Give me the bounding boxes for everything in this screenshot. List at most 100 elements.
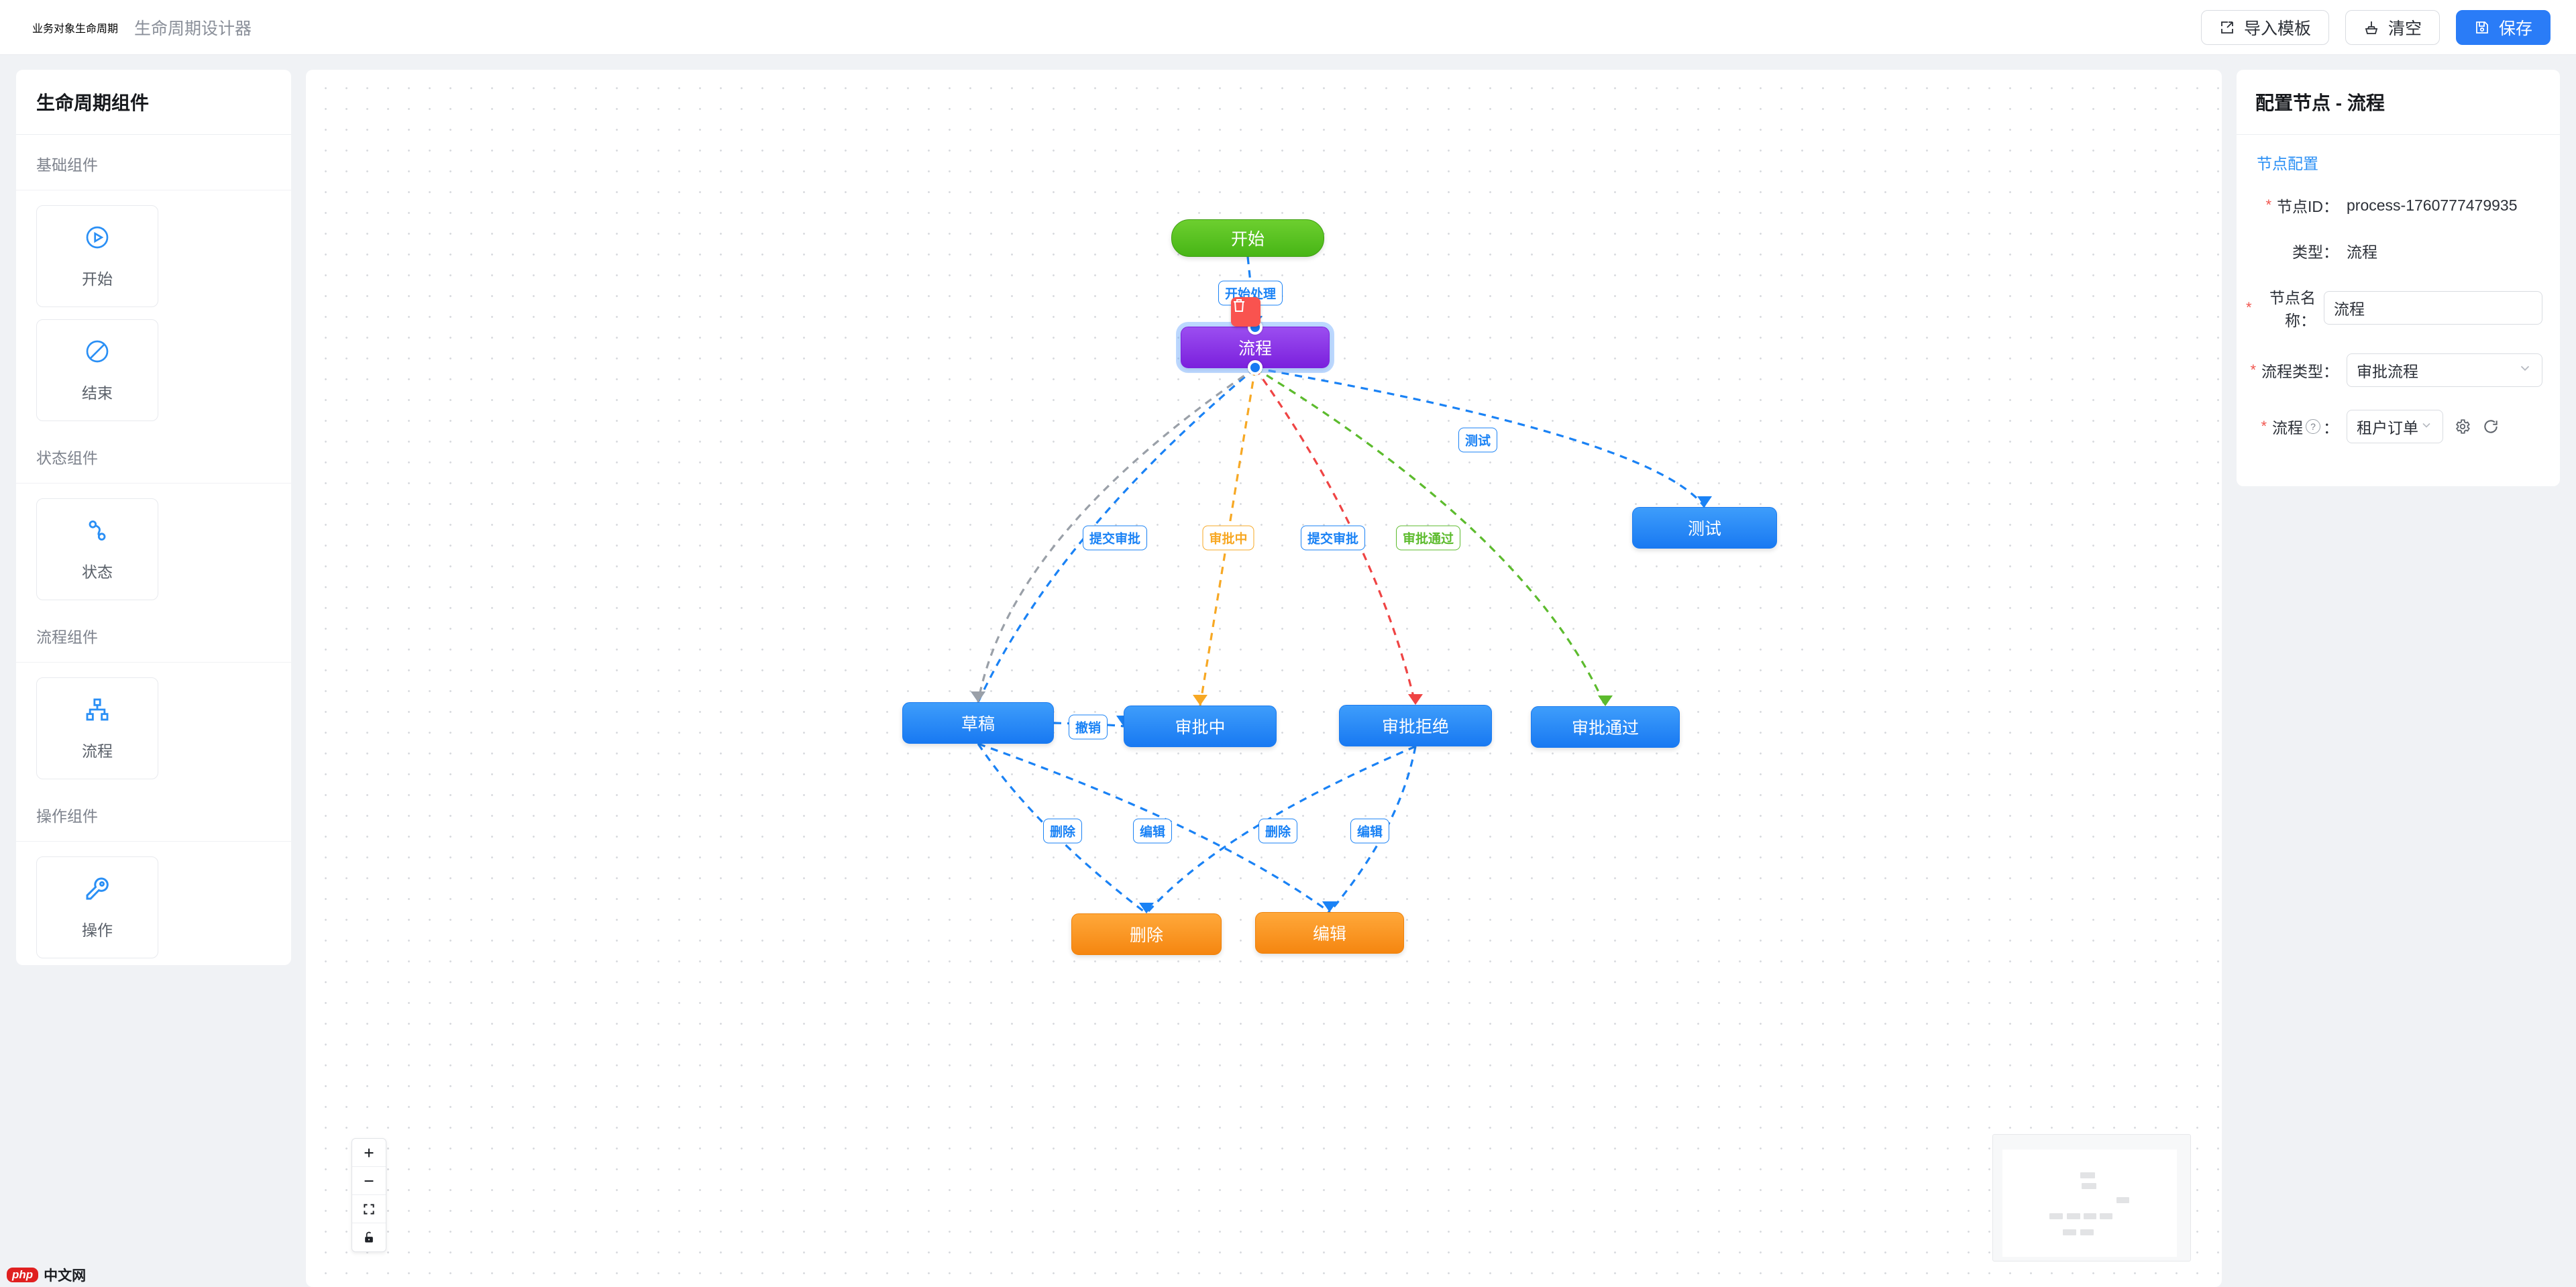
graph-edge[interactable] [977, 742, 1330, 913]
graph-node-delete[interactable]: 删除 [1071, 913, 1222, 955]
minus-icon [364, 1180, 374, 1182]
sidebar-groups: 基础组件开始结束状态组件状态流程组件流程操作组件操作 [16, 135, 291, 965]
fit-view-button[interactable] [352, 1195, 386, 1223]
edge-label[interactable]: 提交审批 [1300, 525, 1366, 551]
app-header: 业务对象生命周期 生命周期设计器 导入模板 清空 [0, 0, 2576, 55]
unlock-icon [365, 1231, 373, 1243]
flow-canvas[interactable]: 开始流程测试草稿审批中审批拒绝审批通过删除编辑开始处理测试提交审批审批中提交审批… [306, 70, 2222, 1287]
stop-circle-icon [84, 338, 111, 368]
graph-node-edit[interactable]: 编辑 [1255, 912, 1404, 954]
node-id-label: 节点ID： [2246, 194, 2347, 217]
graph-edge[interactable] [1145, 745, 1416, 915]
sidebar-title: 生命周期组件 [16, 70, 291, 135]
state-node-icon [84, 517, 111, 547]
process-value: 租户订单 [2357, 419, 2418, 437]
zoom-in-button[interactable] [352, 1139, 386, 1167]
edge-label[interactable]: 撤销 [1068, 714, 1108, 740]
help-icon[interactable]: ? [2306, 419, 2320, 434]
node-name-row: 节点名称： [2246, 285, 2542, 331]
node-type-row: 类型： 流程 [2246, 239, 2542, 262]
palette-item-label: 开始 [82, 270, 113, 288]
graph-edge[interactable] [1254, 367, 1607, 707]
edge-label[interactable]: 提交审批 [1082, 525, 1148, 551]
graph-edge[interactable] [1328, 746, 1417, 913]
node-config-link[interactable]: 节点配置 [2257, 155, 2318, 172]
graph-node-start[interactable]: 开始 [1171, 219, 1324, 257]
graph-node-rejected[interactable]: 审批拒绝 [1339, 705, 1492, 746]
minimap-node [2100, 1213, 2112, 1219]
graph-node-label: 草稿 [961, 715, 995, 734]
edge-label[interactable]: 审批中 [1202, 525, 1254, 551]
lock-toggle-button[interactable] [352, 1223, 386, 1251]
palette-item-结束[interactable]: 结束 [36, 319, 158, 421]
graph-layer: 开始流程测试草稿审批中审批拒绝审批通过删除编辑开始处理测试提交审批审批中提交审批… [306, 70, 2222, 1287]
edge-delete-button[interactable] [1231, 297, 1260, 327]
graph-node-test[interactable]: 测试 [1632, 507, 1777, 549]
sidebar-group-label: 流程组件 [16, 607, 291, 663]
edge-label[interactable]: 删除 [1258, 818, 1298, 844]
palette-item-状态[interactable]: 状态 [36, 498, 158, 600]
edge-label[interactable]: 编辑 [1132, 818, 1173, 844]
minimap[interactable] [1992, 1134, 2191, 1262]
node-type-label: 类型： [2292, 243, 2339, 261]
process-type-select[interactable]: 审批流程 [2347, 353, 2542, 387]
edge-label[interactable]: 开始处理 [1218, 280, 1283, 306]
graph-edge[interactable] [1254, 368, 1417, 706]
chevron-down-icon [2420, 418, 2433, 436]
plus-icon [364, 1148, 374, 1157]
minimap-node [2063, 1229, 2076, 1235]
node-type-value: 流程 [2347, 243, 2377, 261]
graph-edge[interactable] [1199, 368, 1256, 706]
graph-node-label: 审批拒绝 [1381, 718, 1449, 736]
trash-icon [1234, 299, 1244, 312]
sidebar-group-label: 状态组件 [16, 428, 291, 484]
edge-label[interactable]: 审批通过 [1395, 525, 1461, 551]
node-config-panel: 配置节点 - 流程 节点配置 节点ID： process-17607774799… [2237, 70, 2560, 486]
graph-node-label: 删除 [1129, 926, 1163, 945]
clear-label: 清空 [2387, 19, 2422, 38]
minimap-node [2082, 1183, 2096, 1189]
graph-node-draft[interactable]: 草稿 [902, 702, 1054, 744]
edge-label[interactable]: 删除 [1042, 818, 1083, 844]
node-handle-bottom[interactable] [1248, 360, 1263, 375]
minimap-node [2067, 1213, 2080, 1219]
save-icon [2474, 19, 2490, 36]
fit-screen-icon [364, 1203, 374, 1215]
process-type-value: 审批流程 [2357, 363, 2418, 380]
process-label-text: 流程 [2272, 419, 2303, 437]
graph-node-label: 测试 [1687, 520, 1721, 539]
process-label: 流程 ? ： [2246, 415, 2347, 438]
node-name-label: 节点名称： [2246, 285, 2324, 331]
process-label-colon: ： [2323, 419, 2339, 437]
palette-item-操作[interactable]: 操作 [36, 856, 158, 958]
graph-edge[interactable] [977, 367, 1256, 703]
sidebar-group-items: 状态 [16, 484, 291, 607]
node-id-row: 节点ID： process-1760777479935 [2246, 194, 2542, 217]
process-select[interactable]: 租户订单 [2347, 410, 2443, 443]
graph-node-process[interactable]: 流程 [1176, 320, 1334, 375]
app-body: 生命周期组件 基础组件开始结束状态组件状态流程组件流程操作组件操作 开始流程测试… [0, 55, 2576, 1287]
save-label: 保存 [2498, 19, 2532, 38]
edge-label[interactable]: 测试 [1458, 427, 1498, 453]
graph-node-label: 审批中 [1175, 718, 1226, 737]
refresh-icon[interactable] [2482, 418, 2500, 435]
chevron-down-icon [2518, 361, 2532, 380]
clear-button[interactable]: 清空 [2345, 9, 2440, 45]
graph-node-pending[interactable]: 审批中 [1124, 706, 1277, 747]
import-template-button[interactable]: 导入模板 [2200, 9, 2329, 45]
palette-item-开始[interactable]: 开始 [36, 205, 158, 307]
zoom-out-button[interactable] [352, 1167, 386, 1195]
graph-edge[interactable] [1254, 367, 1706, 508]
graph-edge[interactable] [1053, 722, 1124, 728]
edge-label[interactable]: 编辑 [1350, 818, 1390, 844]
graph-node-approved[interactable]: 审批通过 [1531, 706, 1680, 748]
watermark-text: 中文网 [44, 1268, 87, 1284]
graph-edge[interactable] [977, 367, 1256, 703]
palette-item-流程[interactable]: 流程 [36, 677, 158, 779]
gear-icon[interactable] [2454, 418, 2471, 435]
save-button[interactable]: 保存 [2455, 9, 2551, 45]
canvas-wrapper: 开始流程测试草稿审批中审批拒绝审批通过删除编辑开始处理测试提交审批审批中提交审批… [306, 70, 2222, 1287]
node-name-input[interactable] [2324, 291, 2542, 325]
import-icon [2219, 19, 2235, 36]
